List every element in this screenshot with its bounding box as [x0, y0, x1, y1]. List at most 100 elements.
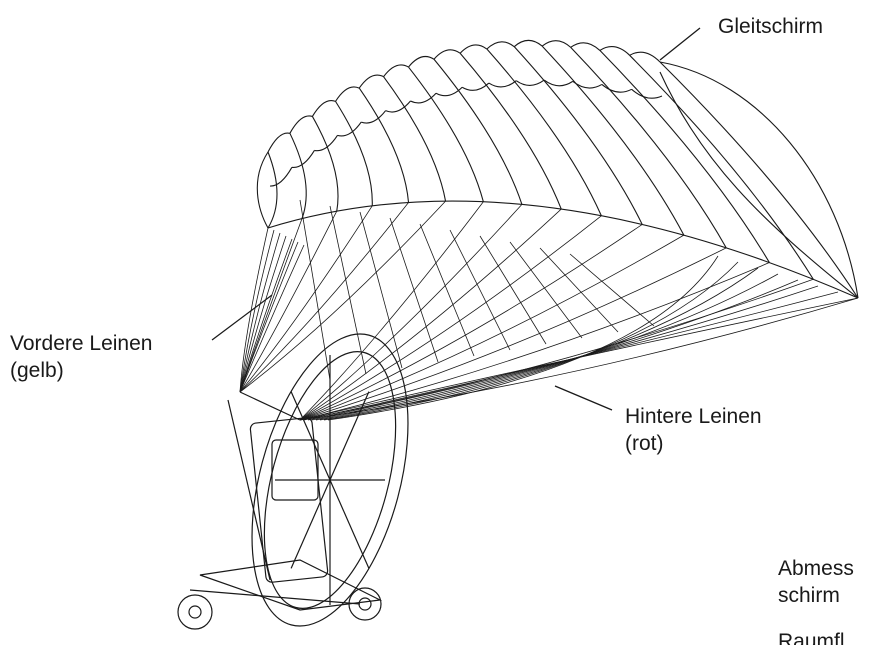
canopy-cell-bottom	[291, 150, 315, 168]
canopy-cell-bottom	[601, 84, 632, 93]
leader-front-lines	[211, 294, 273, 341]
suspension-line	[239, 202, 409, 393]
trike-frame	[177, 333, 409, 630]
cross-line	[389, 217, 439, 363]
cage-spoke	[329, 479, 370, 569]
rear-wheel	[348, 587, 382, 621]
axle	[189, 589, 361, 605]
rear-line	[307, 285, 819, 421]
label-rear-lines-color: (rot)	[625, 432, 664, 455]
propeller-cage	[251, 333, 409, 627]
canopy-rib	[541, 45, 685, 236]
canopy-cell-top	[311, 100, 336, 117]
canopy-rib	[570, 46, 727, 249]
label-front-lines-color: (gelb)	[10, 359, 64, 382]
canopy-rib	[358, 87, 410, 203]
cage-spoke	[329, 391, 370, 481]
suspension-line	[239, 211, 338, 393]
cut-off-text-3: Raumfl	[778, 630, 845, 645]
canopy-rib	[335, 101, 373, 206]
cross-line	[479, 235, 547, 345]
suspension-line	[299, 224, 643, 421]
cut-off-text-1: Abmess	[778, 557, 854, 580]
canopy-cell-top	[383, 64, 409, 77]
front-line	[239, 235, 287, 393]
cross-line	[329, 205, 367, 375]
canopy-rib	[513, 46, 643, 225]
canopy-trailing-edge	[267, 200, 859, 299]
canopy-rib	[433, 58, 523, 205]
front-line	[239, 238, 293, 393]
front-line	[239, 244, 305, 393]
front-wheel-hub	[188, 605, 202, 619]
canopy-rib	[408, 66, 484, 202]
front-wheel	[177, 594, 213, 630]
canopy-rib	[659, 61, 859, 299]
cross-line	[509, 241, 583, 339]
canopy-cell-bottom	[361, 110, 386, 124]
seat-frame	[249, 417, 329, 583]
front-line	[239, 241, 299, 393]
canopy-glider	[256, 39, 859, 299]
cross-line	[539, 247, 619, 333]
front-line	[239, 229, 275, 393]
canopy-cell-top	[267, 132, 291, 153]
canopy-rib	[267, 151, 278, 229]
rear-line	[327, 255, 719, 421]
canopy-cell-top	[599, 46, 631, 56]
cut-off-text-2: schirm	[778, 584, 840, 607]
label-front-lines: Vordere Leinen	[10, 332, 153, 355]
canopy-rib	[289, 133, 307, 219]
suspension-line	[299, 234, 685, 421]
suspension-line	[239, 227, 269, 393]
label-rear-lines: Hintere Leinen	[625, 405, 762, 428]
suspension-line	[239, 205, 373, 393]
front-strut	[227, 399, 271, 581]
rear-wheel-hub	[358, 597, 372, 611]
canopy-cell-bottom	[385, 100, 411, 113]
label-canopy: Gleitschirm	[718, 15, 824, 38]
base-frame	[199, 559, 383, 611]
leader-canopy	[659, 27, 701, 61]
canopy-wingtip-outer	[659, 61, 859, 299]
cage-spoke	[290, 391, 331, 481]
canopy-cell-top	[408, 55, 435, 68]
riser-bar	[239, 391, 301, 421]
canopy-cell-top	[358, 74, 384, 89]
engine-block	[271, 439, 319, 501]
canopy-cell-bottom	[410, 92, 437, 104]
suspension-line	[299, 208, 562, 421]
canopy-rib	[486, 48, 602, 216]
canopy-rib	[459, 52, 562, 210]
canopy-rib	[599, 50, 770, 263]
leader-rear-lines	[554, 385, 613, 411]
canopy-cell-bottom	[488, 80, 517, 88]
suspension-lines	[239, 199, 859, 421]
canopy-cell-top	[629, 51, 661, 63]
canopy-cell-top	[459, 44, 488, 54]
cross-line	[359, 211, 403, 369]
canopy-left-tip	[256, 151, 269, 229]
suspension-line	[299, 215, 602, 421]
canopy-cell-bottom	[515, 79, 545, 86]
cross-line	[419, 223, 475, 357]
label-leader-lines	[211, 27, 701, 411]
canopy-cell-bottom	[435, 86, 463, 97]
suspension-line	[299, 204, 523, 421]
canopy-cell-bottom	[543, 79, 574, 87]
canopy-cell-top	[289, 115, 313, 134]
canopy-cell-bottom	[314, 135, 338, 152]
canopy-cell-bottom	[269, 167, 293, 187]
canopy-cell-top	[433, 49, 461, 60]
canopy-cell-top	[335, 86, 360, 102]
propeller-cage-inner	[263, 351, 397, 609]
canopy-rib	[383, 76, 447, 202]
canopy-rib	[629, 54, 814, 280]
canopy-wingtip-inner	[659, 71, 859, 299]
canopy-cell-top	[570, 42, 601, 51]
suspension-line	[299, 262, 770, 421]
suspension-line	[239, 200, 446, 393]
canopy-cell-top	[513, 39, 543, 48]
